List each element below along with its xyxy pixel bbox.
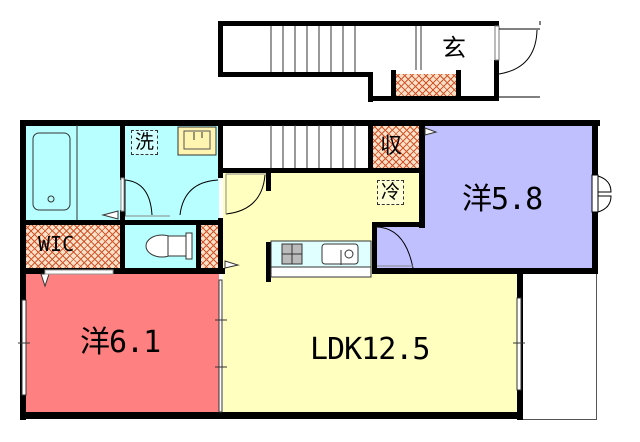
storage-label: 収 [380, 134, 403, 159]
entrance-label: 玄 [442, 34, 466, 62]
bathroom [26, 125, 121, 221]
western-room-1 [26, 273, 219, 413]
wic [26, 225, 121, 269]
washroom-label: 洗 [131, 130, 159, 155]
fridge-label: 冷 [377, 180, 405, 205]
western-room-2 [425, 125, 593, 269]
balcony [522, 273, 597, 420]
wic-label: WIC [38, 232, 75, 256]
ldk-label: LDK12.5 [310, 332, 430, 367]
storage [373, 125, 419, 168]
western-room-2-label: 洋5.8 [462, 182, 543, 217]
entrance-shoe-box [396, 74, 456, 96]
small-closet [201, 225, 219, 269]
western-room-2-nook [377, 225, 425, 269]
ldk-top [223, 173, 419, 225]
western-room-1-label: 洋6.1 [80, 325, 161, 360]
stairs-lower [223, 26, 369, 72]
ldk-bottom [373, 273, 518, 413]
stairs-upper [223, 125, 369, 173]
